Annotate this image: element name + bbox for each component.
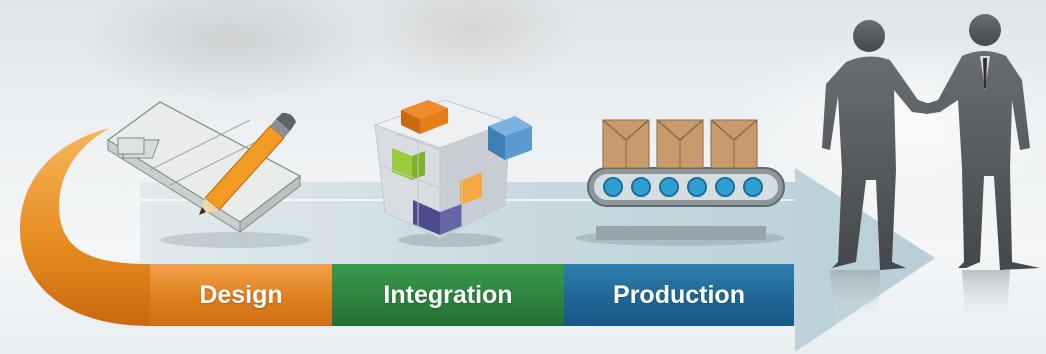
puzzle-cube-icon <box>373 99 532 247</box>
handshake-businessmen-icon <box>822 14 1040 330</box>
stage-design-label: Design <box>199 280 283 309</box>
circuit-board-pencil-icon <box>106 101 310 248</box>
orange-swoosh <box>20 128 150 326</box>
stage-production-label: Production <box>613 280 745 309</box>
stage-integration-label: Integration <box>383 280 513 309</box>
conveyor-belt-boxes-icon <box>575 119 785 246</box>
stage-production: Production <box>564 264 794 326</box>
stage-design: Design <box>150 264 332 326</box>
stage-integration: Integration <box>332 264 564 326</box>
